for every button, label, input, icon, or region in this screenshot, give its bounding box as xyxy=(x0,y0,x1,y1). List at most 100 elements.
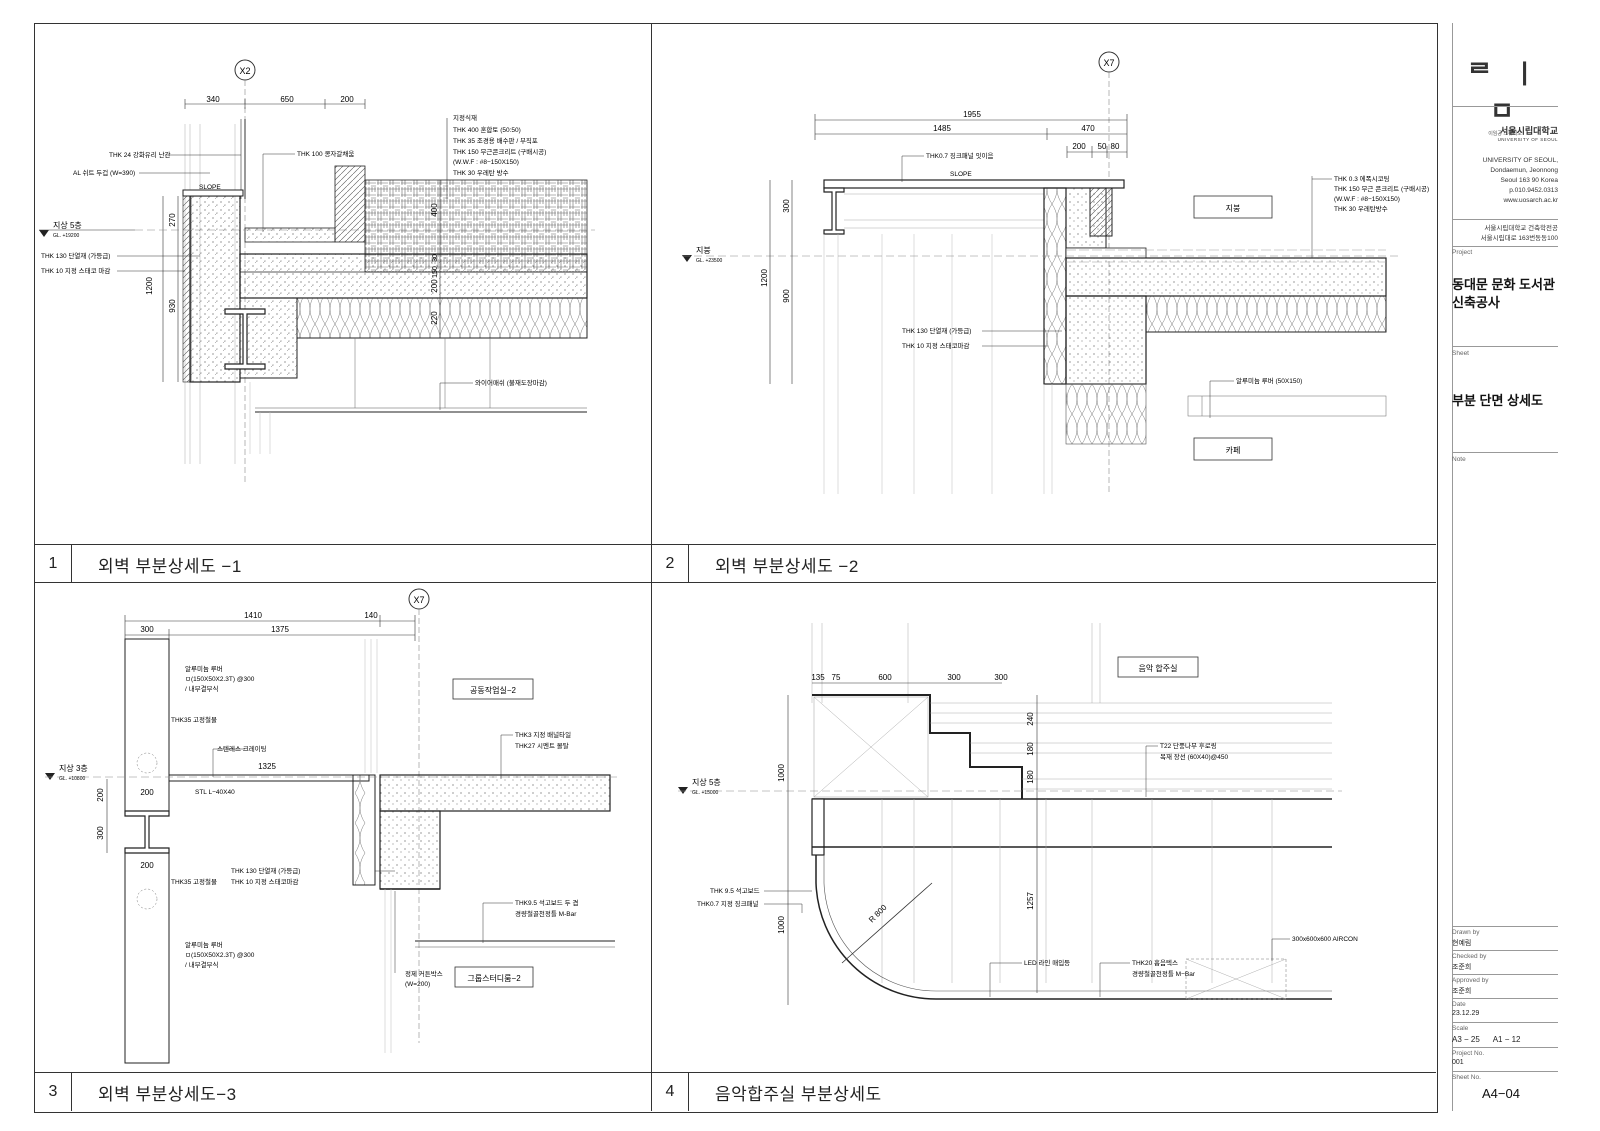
note-text: T22 단풍나무 후로링 xyxy=(1160,741,1217,750)
detail-caption-3: 3 외벽 부분상세도−3 xyxy=(35,1072,651,1111)
level-sub: GL. +15000 xyxy=(692,790,718,796)
detail-title: 외벽 부분상세도 −1 xyxy=(98,556,242,576)
dim-text: 135 xyxy=(811,673,825,682)
detail-panel-3: X7 1410 140 300 1375 1325 xyxy=(35,583,651,1072)
slope-text: SLOPE xyxy=(950,171,972,178)
note-text: / 내부결부식 xyxy=(185,684,219,693)
note-text: THK 130 단열재 (가등급) xyxy=(902,326,971,335)
note-text: THK 130 단열재 (가등급) xyxy=(231,866,300,875)
sheet-no-value: A4−04 xyxy=(1482,1086,1520,1101)
project-no-value: 001 xyxy=(1452,1059,1464,1066)
note-text: 경량철골천정틀 M−Bar xyxy=(1132,969,1196,978)
note-text: 지정식재 xyxy=(453,113,477,122)
note-text: 알루미늄 루버 xyxy=(185,664,223,673)
project-name-line: 신축공사 xyxy=(1452,295,1500,310)
note-text: 목재 장선 (60X40)@450 xyxy=(1160,752,1228,761)
detail-number: 2 xyxy=(652,545,689,583)
university-logo: 서울시립대학교 UNIVERSITY OF SEOUL xyxy=(1452,124,1558,142)
note-text: THK 30 우레탄 방수 xyxy=(453,168,509,177)
note-text: THK 10 지정 스태코마감 xyxy=(231,877,299,886)
detail-panel-4: 135 75 600 300 300 음악 합주실 xyxy=(652,583,1436,1072)
room-label: 공동작업실−2 xyxy=(470,685,516,695)
dim-text: 150 xyxy=(432,266,439,278)
level-label: 지상 3층 xyxy=(59,763,88,773)
note-text: 300x600x600 AIRCON xyxy=(1292,936,1358,943)
note-text: (W=200) xyxy=(405,981,430,988)
level-sub: GL. +23500 xyxy=(696,258,722,264)
note-text: THK3 지정 배널타일 xyxy=(515,730,571,739)
note-text: THK 150 무근콘크리트 (구배시공) xyxy=(453,147,546,156)
note-text: THK 30 우레탄방수 xyxy=(1334,204,1388,213)
note-text: THK 130 단열재 (가등급) xyxy=(41,251,110,260)
detail-title: 외벽 부분상세도−3 xyxy=(98,1084,237,1104)
dim-text: 140 xyxy=(364,611,378,620)
scale-label: Scale xyxy=(1452,1025,1469,1032)
checked-by-label: Checked by xyxy=(1452,953,1487,960)
room-label-box xyxy=(1117,656,1199,678)
note-text: THK0.7 지정 징크패널 xyxy=(697,899,759,908)
detail-4-drawing: 135 75 600 300 300 음악 합주실 xyxy=(678,623,1358,1005)
detail-caption-4: 4 음악합주실 부분상세도 xyxy=(652,1072,1436,1111)
grid-label: X2 xyxy=(239,66,250,76)
note-text: THK 35 조경용 배수판 / 부직포 xyxy=(453,136,538,145)
note-text: THK35 고정철물 xyxy=(171,877,217,886)
checked-by-value: 조준희 xyxy=(1452,964,1472,971)
dim-text: 200 xyxy=(430,279,439,293)
detail-caption-2: 2 외벽 부분상세도 −2 xyxy=(652,544,1436,583)
project-name-line: 동대문 문화 도서관 xyxy=(1452,277,1555,292)
logo-mark: ᄅ ㅣ ㅁ xyxy=(1467,60,1543,127)
dim-text: 400 xyxy=(430,203,439,217)
note-text: / 내부결부식 xyxy=(185,960,219,969)
address-line: Seoul 163 90 Korea xyxy=(1500,177,1558,184)
drawn-by-value: 현예림 xyxy=(1452,940,1472,947)
address-line: Dondaemun, Jeonnong xyxy=(1490,167,1558,174)
note-label: Note xyxy=(1452,456,1466,463)
room-label-box xyxy=(454,966,534,988)
sheet-label: Sheet xyxy=(1452,350,1469,357)
note-text: 경량철골천정틀 M-Bar xyxy=(515,909,577,918)
dim-text: 600 xyxy=(878,673,892,682)
dim-text: 80 xyxy=(1111,142,1120,151)
dim-text: 1200 xyxy=(145,277,154,295)
dim-text: 200 xyxy=(1072,142,1086,151)
dim-text: 240 xyxy=(1026,712,1035,726)
dim-text: 200 xyxy=(96,788,105,802)
detail-caption-1: 1 외벽 부분상세도 −1 xyxy=(35,544,651,583)
note-text: AL 쉬트 두겁 (W=390) xyxy=(73,168,135,177)
detail-panel-1: X2 340 650 200 SLOPE xyxy=(35,24,651,544)
project-no-label: Project No. xyxy=(1452,1050,1485,1057)
note-text: 와이어매쉬 (불재도장마감) xyxy=(475,378,547,387)
note-text: THK 150 무근 콘크리트 (구배시공) xyxy=(1334,184,1429,193)
dim-text: 340 xyxy=(206,95,220,104)
frame-divider-horizontal xyxy=(34,582,1436,583)
note-text: THK 24 강화유리 난간 xyxy=(109,150,171,159)
firm-logo: ᄅ ㅣ ㅁ 이임공 스튜디오 xyxy=(1452,54,1558,137)
dim-text: 50 xyxy=(1098,142,1107,151)
dim-text: 200 xyxy=(140,788,154,797)
address-line: p.010.9452.0313 xyxy=(1509,187,1558,194)
detail-title: 음악합주실 부분상세도 xyxy=(715,1084,882,1104)
project-name: 동대문 문화 도서관 신축공사 xyxy=(1452,276,1555,312)
note-text: THK 100 콩자갈채움 xyxy=(297,149,354,158)
level-label: 지상 5층 xyxy=(692,777,721,787)
dim-text: 930 xyxy=(168,299,177,313)
grid-label: X7 xyxy=(1103,58,1114,68)
dim-text: 1375 xyxy=(271,625,289,634)
university-name-en: UNIVERSITY OF SEOUL xyxy=(1497,137,1558,142)
drawn-by-label: Drawn by xyxy=(1452,929,1480,936)
dim-text: 300 xyxy=(947,673,961,682)
room-label-box xyxy=(1193,195,1273,219)
dim-text: 270 xyxy=(168,213,177,227)
level-sub: GL. +10800 xyxy=(59,776,85,782)
room-label: 카페 xyxy=(1226,445,1241,455)
grid-label: X7 xyxy=(413,595,424,605)
dim-text: 200 xyxy=(140,861,154,870)
dim-text: 1000 xyxy=(777,764,786,782)
dim-text: 300 xyxy=(140,625,154,634)
level-label: 지상 5층 xyxy=(53,220,82,230)
approved-by-value: 조준희 xyxy=(1452,988,1472,995)
dim-text: 1200 xyxy=(760,269,769,287)
note-text: THK9.5 석고보드 두 겹 xyxy=(515,898,578,907)
note-text: THK20 흡음텍스 xyxy=(1132,958,1178,967)
detail-title: 외벽 부분상세도 −2 xyxy=(715,556,859,576)
